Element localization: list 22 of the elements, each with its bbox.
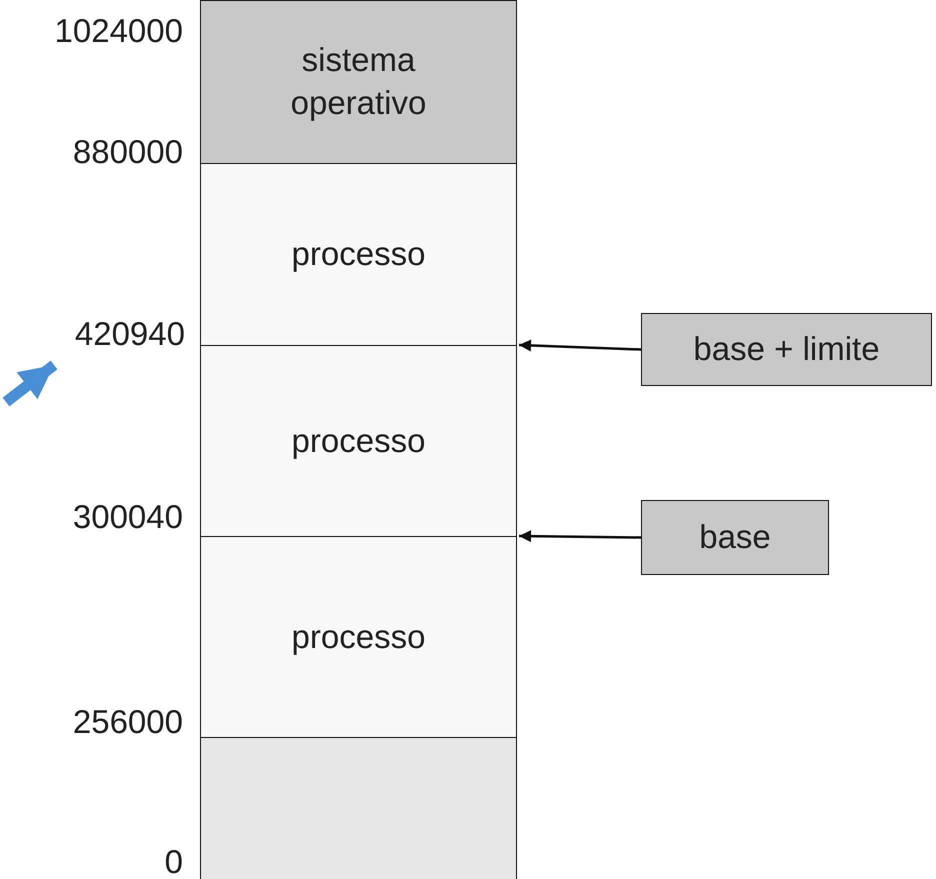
register-label: base + limite	[692, 329, 881, 370]
address-label: 256000	[72, 703, 183, 741]
memory-segment	[200, 345, 517, 537]
arrow	[2, 360, 58, 406]
arrow	[518, 339, 642, 352]
register-box	[641, 500, 829, 575]
segment-label: processo	[290, 616, 426, 657]
register-box	[641, 313, 932, 386]
address-label: 880000	[72, 133, 183, 171]
free-memory-segment	[200, 737, 517, 879]
segment-label: sistema operativo	[290, 40, 428, 123]
memory-segment	[200, 163, 517, 346]
address-label: 420940	[40, 315, 185, 353]
register-label: base	[698, 517, 772, 558]
segment-label: processo	[290, 234, 426, 274]
arrow	[518, 530, 642, 542]
address-label: 1024000	[54, 12, 183, 50]
address-label: 300040	[72, 498, 183, 536]
segment-label: processo	[290, 420, 426, 461]
memory-segment	[200, 0, 517, 164]
memory-segment	[200, 536, 517, 738]
address-label: 0	[164, 843, 183, 879]
